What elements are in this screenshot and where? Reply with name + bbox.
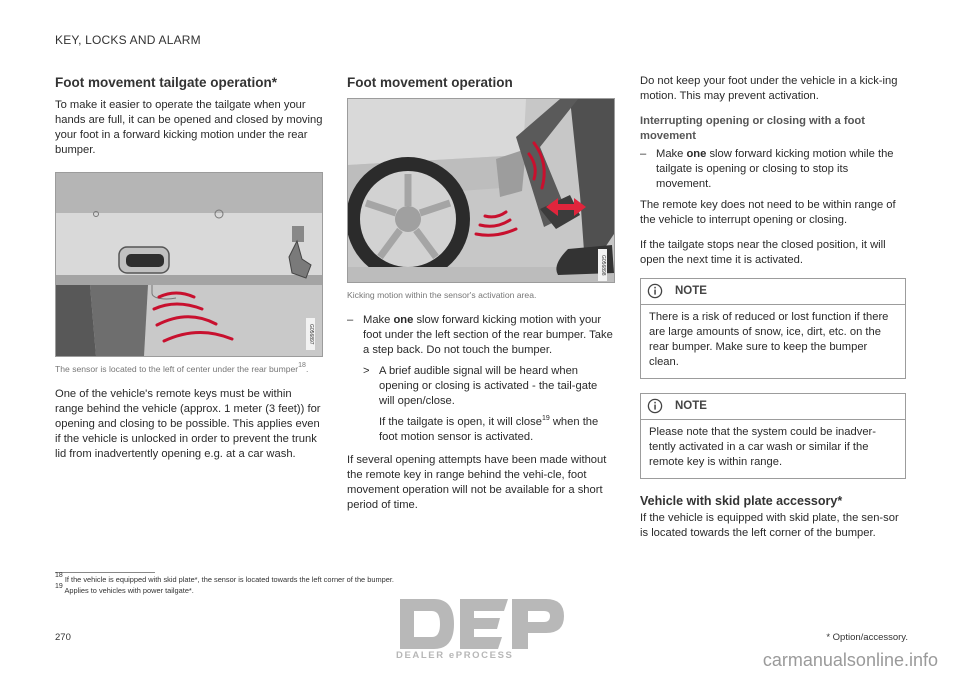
- page-number: 270: [55, 632, 71, 643]
- result-note-text: If the tailgate is open, it will close: [379, 416, 542, 428]
- dep-tagline: DEALER ePROCESS: [396, 650, 514, 661]
- section-title: Foot movement tailgate operation*: [55, 74, 323, 91]
- figure-caption: The sensor is located to the left of cen…: [55, 362, 323, 375]
- watermark-site[interactable]: carmanualsonline.info: [762, 650, 938, 670]
- instruction-step: – Make one slow forward kicking motion w…: [640, 147, 906, 192]
- step-text: Make: [656, 148, 687, 160]
- step-dash: –: [640, 148, 647, 160]
- footnote-ref[interactable]: 18: [298, 362, 306, 369]
- step-result: > A brief audible signal will be heard w…: [347, 364, 615, 409]
- result-note-text: when the foot motion sensor is activated…: [379, 416, 599, 443]
- note-header: NOTE: [641, 394, 905, 420]
- footnote-text: Applies to vehicles with power tailgate*…: [64, 585, 194, 595]
- note-header: NOTE: [641, 279, 905, 305]
- info-icon: [647, 283, 663, 304]
- section-title: Vehicle with skid plate accessory*: [640, 493, 906, 510]
- note-body: There is a risk of reduced or lost funct…: [649, 311, 889, 368]
- section-title-text: Foot movement tailgate operation: [55, 75, 272, 90]
- figure-caption: Kicking motion within the sensor's activ…: [347, 290, 537, 300]
- column-right: Do not keep your foot under the vehicle …: [640, 74, 906, 551]
- footnote-number: 18: [55, 572, 63, 579]
- result-marker: >: [363, 365, 370, 377]
- footnote-number: 19: [55, 582, 63, 590]
- footnote-text: If the vehicle is equipped with skid pla…: [64, 575, 394, 584]
- note-box: NOTE There is a risk of reduced or lost …: [640, 278, 906, 379]
- footnote-ref[interactable]: 19: [541, 415, 550, 422]
- step-emphasis: one: [393, 314, 414, 326]
- body-paragraph: One of the vehicle's remote keys must be…: [55, 388, 321, 460]
- subheading: Interrupting opening or closing with a f…: [640, 115, 865, 142]
- intro-paragraph: Do not keep your foot under the vehicle …: [640, 75, 898, 102]
- step-text: slow forward kicking motion while the ta…: [656, 148, 894, 190]
- option-mark: *: [271, 75, 278, 90]
- body-paragraph: If the vehicle is equipped with skid pla…: [640, 512, 899, 539]
- section-title: Foot movement operation: [347, 75, 513, 90]
- result-text: A brief audible signal will be heard whe…: [379, 365, 598, 407]
- column-left: Foot movement tailgate operation* To mak…: [55, 74, 323, 472]
- section-title-text: Vehicle with skid plate accessory: [640, 494, 838, 508]
- dep-logo: [396, 597, 566, 656]
- note-body: Please note that the system could be ina…: [649, 426, 876, 468]
- footnote-item: 18 If the vehicle is equipped with skid …: [55, 572, 394, 586]
- image-code: G056897: [306, 318, 315, 350]
- bumper-sensor-illustration: G056897: [55, 172, 323, 357]
- step-emphasis: one: [686, 148, 707, 160]
- footnote-item: 19 Applies to vehicles with power tailga…: [55, 582, 394, 597]
- kick-motion-illustration: G056898: [347, 98, 615, 283]
- note-title: NOTE: [675, 285, 707, 297]
- step-text: slow forward kicking motion with your fo…: [363, 314, 613, 356]
- column-middle: Foot movement operation: [347, 74, 615, 523]
- step-text: Make: [363, 314, 394, 326]
- caption-end: .: [305, 364, 309, 374]
- body-paragraph: The remote key does not need to be withi…: [640, 199, 896, 226]
- body-paragraph: If several opening attempts have been ma…: [347, 454, 607, 511]
- body-paragraph: If the tailgate stops near the closed po…: [640, 239, 886, 266]
- note-title: NOTE: [675, 400, 707, 412]
- footnotes: 18 If the vehicle is equipped with skid …: [55, 572, 394, 597]
- intro-paragraph: To make it easier to operate the tailgat…: [55, 99, 323, 156]
- option-legend: * Option/accessory.: [826, 632, 908, 643]
- note-box: NOTE Please note that the system could b…: [640, 393, 906, 479]
- section-header: KEY, LOCKS AND ALARM: [55, 33, 201, 47]
- footnote-divider: [55, 572, 155, 573]
- caption-text: The sensor is located to the left of cen…: [55, 364, 299, 374]
- info-icon: [647, 398, 663, 419]
- instruction-step: – Make one slow forward kicking motion w…: [347, 313, 615, 358]
- result-note: If the tailgate is open, it will close19…: [347, 415, 615, 445]
- option-mark: *: [837, 494, 843, 508]
- step-dash: –: [347, 314, 354, 326]
- image-code: G056898: [598, 249, 607, 281]
